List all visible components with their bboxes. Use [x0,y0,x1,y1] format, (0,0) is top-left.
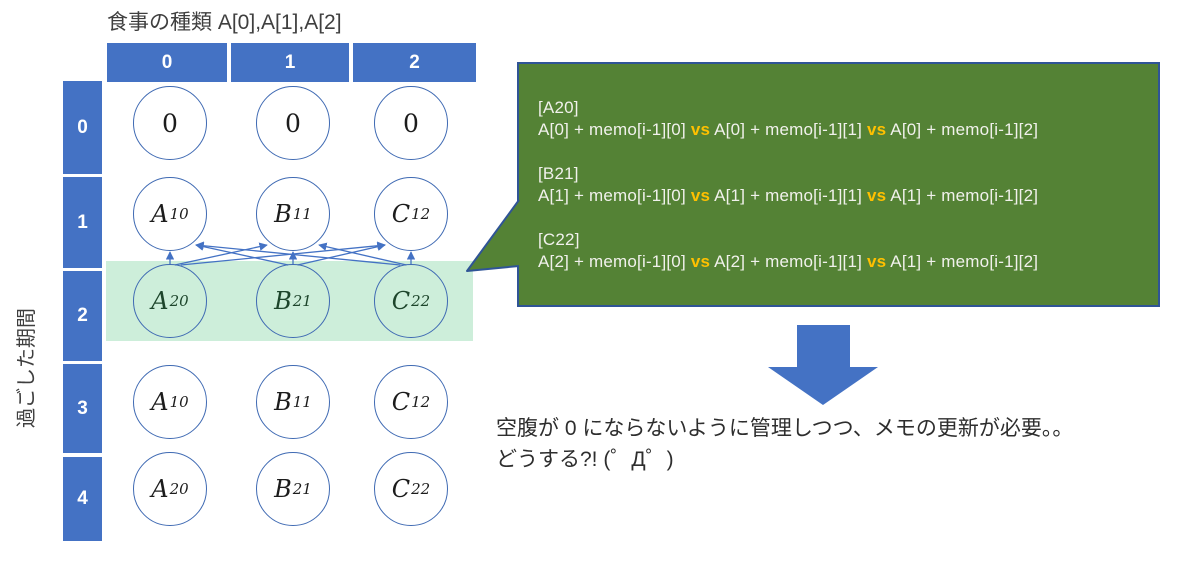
row-header-3: 3 [63,364,102,453]
callout-group-1: [B21]A[1] + memo[i-1][0] vs A[1] + memo[… [538,163,1152,207]
vs-separator: vs [690,251,711,271]
meal-types-title: 食事の種類 A[0],A[1],A[2] [107,11,342,34]
callout-group-header: [C22] [538,229,580,249]
conclusion-line-2: どうする?! (゜Д゜) [496,448,674,471]
vs-separator: vs [690,185,711,205]
callout-formula-line: A[0] + memo[i-1][0] vs A[0] + memo[i-1][… [538,119,1039,139]
conclusion-line-1: 空腹が 0 にならないように管理しつつ、メモの更新が必要。。 [496,417,1074,440]
memo-node-0-r0c0: 0 [133,86,207,160]
row-header-0: 0 [63,81,102,174]
node-label: 0 [162,108,178,138]
elapsed-period-axis-label: 過ごした期間 [16,308,38,428]
node-label: C [391,200,411,228]
row-header-1: 1 [63,177,102,268]
node-label: 0 [285,108,301,138]
conclusion-text: 空腹が 0 にならないように管理しつつ、メモの更新が必要。。 どうする?! (゜… [496,413,1073,475]
memo-formula-callout: [A20]A[0] + memo[i-1][0] vs A[0] + memo[… [517,62,1160,307]
node-label: A [151,475,169,503]
node-label: B [274,200,292,228]
vs-separator: vs [866,185,887,205]
node-label: B [274,287,292,315]
vs-separator: vs [690,119,711,139]
col-header-1: 1 [231,43,349,82]
node-label: A [151,200,169,228]
col-header-0: 0 [107,43,227,82]
memo-node-0-r0c1: 0 [256,86,330,160]
memo-node-0-r0c2: 0 [374,86,448,160]
vs-separator: vs [866,119,887,139]
node-label: C [391,388,411,416]
callout-group-header: [A20] [538,97,579,117]
node-label: 0 [403,108,419,138]
callout-group-2: [C22]A[2] + memo[i-1][0] vs A[2] + memo[… [538,229,1152,273]
callout-group-header: [B21] [538,163,579,183]
callout-tail [466,199,520,272]
row-header-2: 2 [63,271,102,361]
node-label: B [274,475,292,503]
node-label: A [151,388,169,416]
node-label: A [151,287,169,315]
down-arrow [768,325,878,405]
node-label: B [274,388,292,416]
node-label: C [391,287,411,315]
callout-formula-line: A[1] + memo[i-1][0] vs A[1] + memo[i-1][… [538,185,1039,205]
col-header-2: 2 [353,43,476,82]
callout-group-0: [A20]A[0] + memo[i-1][0] vs A[0] + memo[… [538,97,1152,141]
callout-formula-line: A[2] + memo[i-1][0] vs A[2] + memo[i-1][… [538,251,1039,271]
node-label: C [391,475,411,503]
vs-separator: vs [866,251,887,271]
row-header-4: 4 [63,457,102,541]
